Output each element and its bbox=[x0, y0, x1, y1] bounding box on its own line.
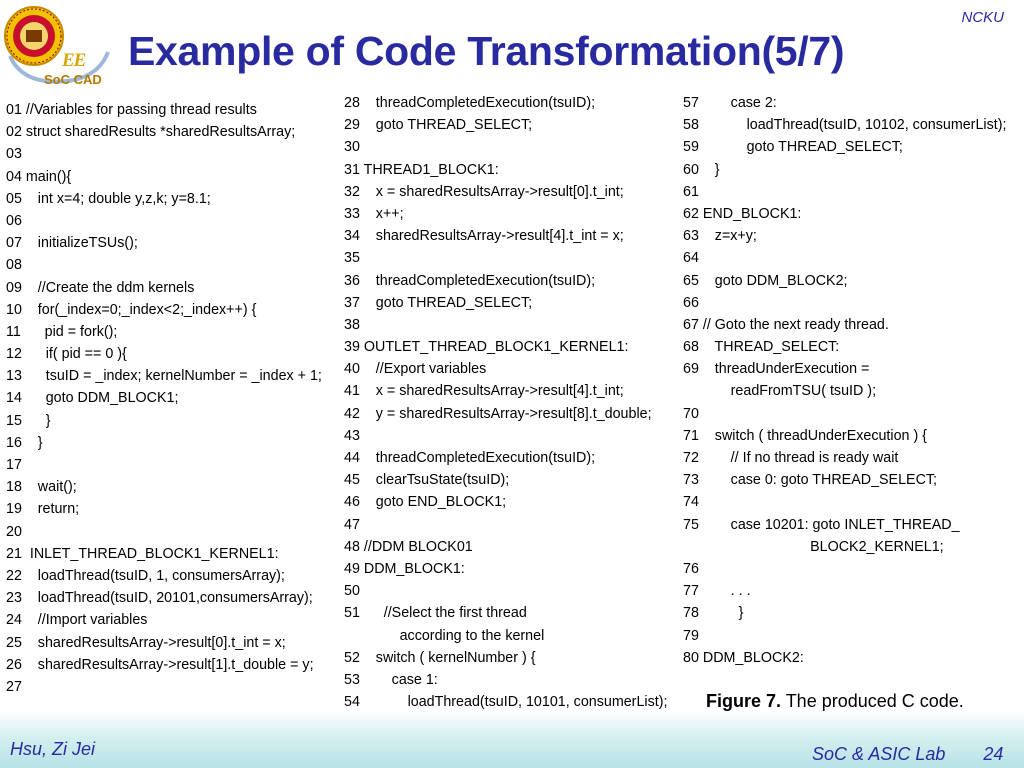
code-line: BLOCK2_KERNEL1; bbox=[683, 538, 944, 555]
code-line: 04 main(){ bbox=[6, 168, 72, 185]
code-line: according to the kernel bbox=[344, 627, 545, 644]
code-line: 25 sharedResultsArray->result[0].t_int =… bbox=[6, 634, 286, 651]
code-line: 77 . . . bbox=[683, 583, 751, 600]
code-line: 64 bbox=[683, 250, 699, 267]
code-line: 09 //Create the ddm kernels bbox=[6, 279, 195, 296]
code-line: 13 tsuID = _index; kernelNumber = _index… bbox=[6, 368, 322, 385]
footer-lab: SoC & ASIC Lab bbox=[812, 744, 946, 764]
code-line: 62 END_BLOCK1: bbox=[683, 205, 802, 222]
code-line: 49 DDM_BLOCK1: bbox=[344, 560, 465, 577]
code-line: 50 bbox=[344, 583, 360, 600]
code-line: 44 threadCompletedExecution(tsuID); bbox=[344, 450, 596, 466]
code-line: 11 pid = fork(); bbox=[6, 323, 118, 340]
code-line: 42 y = sharedResultsArray->result[8].t_d… bbox=[344, 405, 652, 422]
code-line: 29 goto THREAD_SELECT; bbox=[344, 117, 533, 134]
code-line: 67 // Goto the next ready thread. bbox=[683, 316, 889, 333]
code-line: 38 bbox=[344, 316, 360, 333]
code-line: 52 switch ( kernelNumber ) { bbox=[344, 649, 536, 666]
logo-label: SoC CAD bbox=[44, 72, 102, 87]
code-line: 68 THREAD_SELECT: bbox=[683, 339, 840, 356]
code-line: 23 loadThread(tsuID, 20101,consumersArra… bbox=[6, 590, 313, 607]
code-line: 16 } bbox=[6, 434, 43, 451]
code-line: 47 bbox=[344, 516, 360, 533]
code-line: readFromTSU( tsuID ); bbox=[683, 383, 877, 400]
code-line: 45 clearTsuState(tsuID); bbox=[344, 472, 510, 489]
code-line: 02 struct sharedResults *sharedResultsAr… bbox=[6, 124, 296, 141]
code-line: 18 wait(); bbox=[6, 479, 77, 496]
code-line: 37 goto THREAD_SELECT; bbox=[344, 294, 533, 311]
code-line: 32 x = sharedResultsArray->result[0].t_i… bbox=[344, 183, 624, 200]
code-line: 14 goto DDM_BLOCK1; bbox=[6, 390, 179, 407]
code-line: 71 switch ( threadUnderExecution ) { bbox=[683, 427, 927, 444]
code-line: 36 threadCompletedExecution(tsuID); bbox=[344, 272, 596, 289]
code-line: 46 goto END_BLOCK1; bbox=[344, 494, 507, 511]
code-line: 70 bbox=[683, 405, 699, 422]
figure-caption-label: Figure 7. bbox=[706, 691, 782, 711]
code-line: 03 bbox=[6, 146, 22, 163]
code-line: 05 int x=4; double y,z,k; y=8.1; bbox=[6, 190, 211, 207]
code-line: 39 OUTLET_THREAD_BLOCK1_KERNEL1: bbox=[344, 339, 629, 356]
code-line: 63 z=x+y; bbox=[683, 228, 757, 245]
code-line: 27 bbox=[6, 678, 22, 695]
code-line: 12 if( pid == 0 ){ bbox=[6, 346, 127, 363]
code-line: 41 x = sharedResultsArray->result[4].t_i… bbox=[344, 383, 624, 400]
code-line: 21 INLET_THREAD_BLOCK1_KERNEL1: bbox=[6, 545, 279, 562]
code-line: 76 bbox=[683, 560, 699, 577]
code-line: 31 THREAD1_BLOCK1: bbox=[344, 161, 499, 178]
code-line: 79 bbox=[683, 627, 699, 644]
code-line: 08 bbox=[6, 257, 22, 274]
code-line: 26 sharedResultsArray->result[1].t_doubl… bbox=[6, 656, 314, 673]
slide-title: Example of Code Transformation(5/7) bbox=[128, 28, 845, 74]
code-line: 24 //Import variables bbox=[6, 612, 148, 629]
code-line: 35 bbox=[344, 250, 360, 267]
code-line: 58 loadThread(tsuID, 10102, consumerList… bbox=[683, 117, 1007, 134]
code-line: 01 //Variables for passing thread result… bbox=[6, 102, 257, 118]
logo: EE SoC CAD bbox=[4, 4, 116, 88]
code-line: 54 loadThread(tsuID, 10101, consumerList… bbox=[344, 694, 668, 711]
figure-caption: Figure 7. The produced C code. bbox=[706, 691, 964, 712]
code-column-2: 28 threadCompletedExecution(tsuID); 29 go… bbox=[344, 92, 667, 758]
code-line: 59 goto THREAD_SELECT; bbox=[683, 139, 903, 156]
code-line: 22 loadThread(tsuID, 1, consumersArray); bbox=[6, 567, 285, 584]
code-line: 48 //DDM BLOCK01 bbox=[344, 538, 473, 555]
code-line: 75 case 10201: goto INLET_THREAD_ bbox=[683, 516, 960, 533]
logo-ee-text: EE bbox=[62, 50, 86, 71]
code-line: 28 threadCompletedExecution(tsuID); bbox=[344, 95, 596, 111]
code-line: 78 } bbox=[683, 605, 744, 622]
code-line: 15 } bbox=[6, 412, 51, 429]
code-line: 10 for(_index=0;_index<2;_index++) { bbox=[6, 301, 257, 318]
code-column-3: 57 case 2: 58 loadThread(tsuID, 10102, co… bbox=[683, 92, 1006, 669]
code-line: 80 DDM_BLOCK2: bbox=[683, 649, 804, 666]
code-line: 66 bbox=[683, 294, 699, 311]
code-column-1: 01 //Variables for passing thread result… bbox=[6, 99, 322, 698]
code-line: 33 x++; bbox=[344, 205, 404, 222]
code-line: 53 case 1: bbox=[344, 671, 438, 688]
org-label: NCKU bbox=[961, 9, 1004, 26]
code-line: 20 bbox=[6, 523, 22, 540]
code-line: 74 bbox=[683, 494, 699, 511]
code-line: 57 case 2: bbox=[683, 95, 777, 111]
code-line: 61 bbox=[683, 183, 699, 200]
code-line: 72 // If no thread is ready wait bbox=[683, 450, 899, 466]
code-line: 60 } bbox=[683, 161, 720, 178]
code-line: 34 sharedResultsArray->result[4].t_int =… bbox=[344, 228, 624, 245]
footer-right: SoC & ASIC Lab 24 bbox=[812, 744, 1003, 765]
code-line: 17 bbox=[6, 457, 22, 473]
code-line: 43 bbox=[344, 427, 360, 444]
code-line: 40 //Export variables bbox=[344, 361, 487, 378]
code-line: 51 //Select the first thread bbox=[344, 605, 527, 622]
code-line: 30 bbox=[344, 139, 360, 156]
logo-emblem-icon bbox=[4, 6, 110, 84]
code-line: 07 initializeTSUs(); bbox=[6, 235, 138, 252]
figure-caption-text: The produced C code. bbox=[781, 691, 964, 711]
footer-author: Hsu, Zi Jei bbox=[10, 739, 96, 759]
code-line: 69 threadUnderExecution = bbox=[683, 361, 870, 378]
page-number: 24 bbox=[983, 744, 1004, 764]
code-line: 19 return; bbox=[6, 501, 80, 518]
code-line: 06 bbox=[6, 212, 22, 229]
footer-band bbox=[0, 712, 1024, 768]
code-line: 65 goto DDM_BLOCK2; bbox=[683, 272, 848, 289]
code-line: 73 case 0: goto THREAD_SELECT; bbox=[683, 472, 938, 489]
